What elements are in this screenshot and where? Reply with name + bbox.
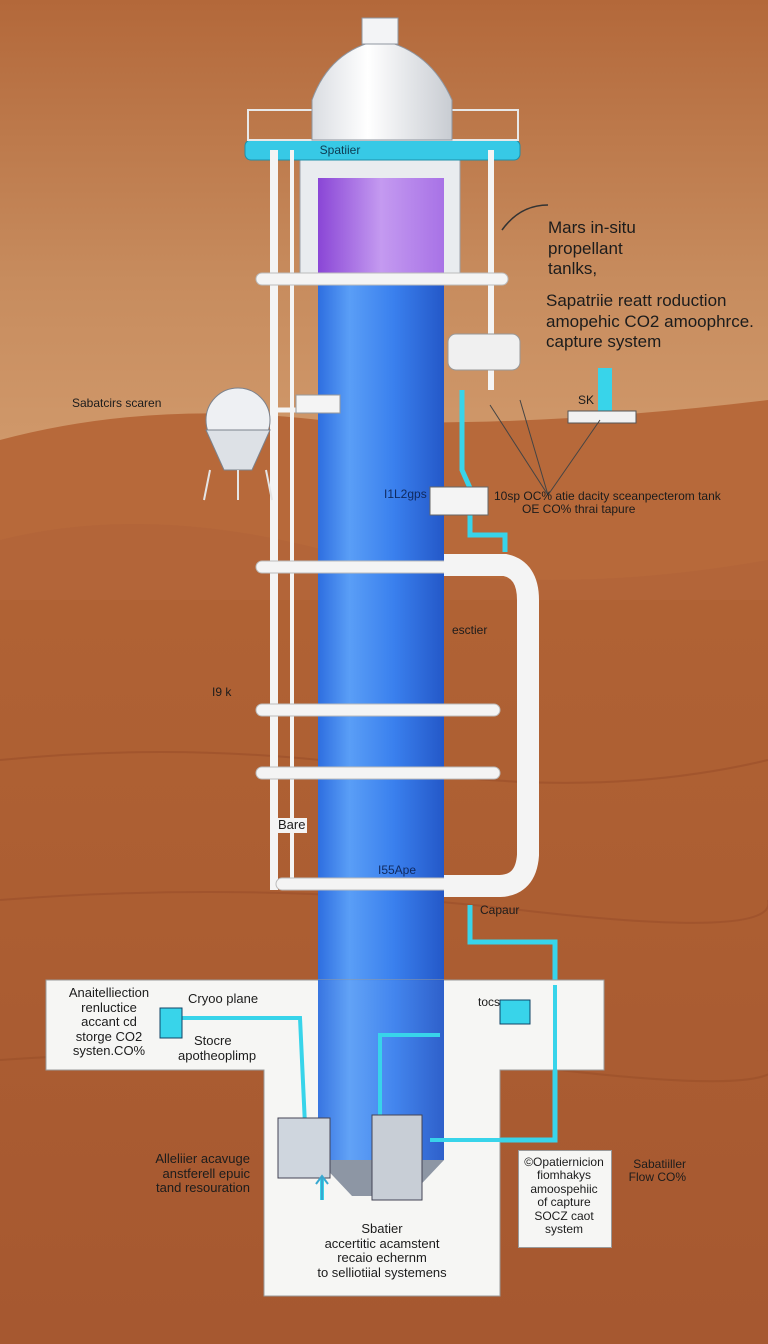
right-flow-label: Sabatiiller Flow CO% <box>628 1157 686 1185</box>
tocs-label: tocs <box>478 995 501 1009</box>
dome-cap <box>361 17 399 45</box>
frame-rail-right <box>488 150 494 390</box>
frame-rail-inner <box>290 150 294 890</box>
valve-block <box>429 486 489 516</box>
sk-stem <box>598 368 612 412</box>
top-ring-label: Spatiier <box>319 143 361 157</box>
leader-line <box>501 204 549 231</box>
tank-note: 10sp OC% atie dacity sceanpecterom tank … <box>494 489 721 517</box>
right-box-label: ©Opatiernicion fiomhakys amoospehiic of … <box>524 1155 604 1237</box>
top-ring <box>244 139 521 161</box>
guy-lines <box>489 399 601 496</box>
left-vessel-label: Sabatcirs scaren <box>72 396 162 410</box>
left-bottom-label: Alleliier acavuge anstferell epuic tand … <box>155 1151 250 1196</box>
cryo-label: Cryoo plane <box>188 991 259 1006</box>
side-module <box>447 333 521 371</box>
bottom-valve-right <box>499 999 531 1025</box>
ring-1 <box>255 272 509 286</box>
ring-3 <box>255 703 501 717</box>
sk-tag: SK <box>578 393 595 407</box>
right-info-box <box>518 1150 612 1248</box>
bottom-valve-left <box>159 1007 183 1039</box>
box-left-label: Anaitelliection renluctice accant cd sto… <box>68 985 150 1059</box>
pressure-label: I55Ape <box>378 863 417 877</box>
mid-port-label: I1L2gps <box>384 487 427 501</box>
bottom-heater <box>371 1114 423 1201</box>
frame-rail-left <box>270 150 278 890</box>
capture-label: Capaur <box>480 903 520 917</box>
white-u-pipe <box>444 554 539 897</box>
purple-tank <box>318 178 444 278</box>
right-pipe-label: esctier <box>452 623 488 637</box>
sk-base <box>567 410 637 424</box>
bottom-manifold <box>277 1117 331 1179</box>
left-vessel <box>203 387 341 501</box>
bare-label: Bare <box>276 817 308 833</box>
mars-tanks-label: Mars in-situ propellant tanlks, <box>548 218 636 279</box>
ring-4 <box>255 766 501 780</box>
arrow-up <box>315 1174 329 1200</box>
stocre-label: Stocre apotheoplimp <box>178 1033 257 1063</box>
bottom-box-label: Sbatier accertitic acamstent recaio eche… <box>317 1221 447 1280</box>
left-small-label: I9 k <box>212 685 232 699</box>
sabatier-caption: Sapatriie reatt roduction amopehic CO2 a… <box>546 291 754 352</box>
